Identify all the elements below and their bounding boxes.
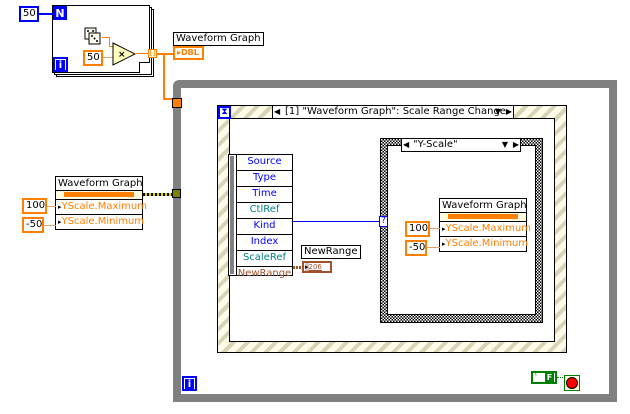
dice-icon[interactable] <box>84 27 102 45</box>
while-iteration-terminal: i <box>182 376 197 391</box>
inner-max-constant[interactable]: 100 <box>405 221 430 237</box>
multiplier-wire <box>103 57 114 58</box>
outer-property-node-title: Waveform Graph <box>58 178 143 189</box>
outer-min-constant[interactable]: -50 <box>22 217 44 233</box>
reference-wire <box>143 193 173 196</box>
inner-max-wire <box>430 228 440 229</box>
event-data-source[interactable]: Source <box>247 156 282 167</box>
dice-wire-v <box>109 37 110 47</box>
event-data-index[interactable]: Index <box>237 234 292 250</box>
array-wire <box>157 53 175 55</box>
array-tunnel: [] <box>148 49 157 58</box>
indicator-label: Waveform Graph <box>173 32 264 46</box>
dice-wire-h <box>109 46 114 47</box>
event-data-time[interactable]: Time <box>237 186 292 202</box>
for-iteration-terminal: i <box>53 57 68 72</box>
outer-property-yscale-min[interactable]: ▸YScale.Minimum <box>56 214 145 227</box>
waveform-graph-indicator[interactable]: ▸DBL <box>173 46 204 60</box>
multiply-symbol: × <box>118 50 126 60</box>
while-tunnel <box>172 98 182 108</box>
reference-tunnel <box>172 189 181 198</box>
event-data-scaleref[interactable]: ScaleRef <box>237 250 292 266</box>
outer-max-constant[interactable]: 100 <box>22 198 47 214</box>
stop-wire <box>557 377 565 378</box>
multiply-node[interactable]: × <box>112 42 137 66</box>
kind-wire <box>293 221 379 222</box>
stop-icon[interactable] <box>564 375 580 391</box>
event-data-kind[interactable]: Kind <box>237 218 292 234</box>
newrange-wire <box>293 266 302 269</box>
event-timeout-terminal: ⧗ <box>218 106 231 119</box>
dice-wire <box>102 37 110 38</box>
count-wire <box>39 13 53 15</box>
inner-property-node[interactable]: Waveform Graph ▸YScale.Maximum ▸YScale.M… <box>439 198 531 252</box>
array-wire-h2 <box>163 98 173 100</box>
case-selector-terminal: ? <box>379 216 388 227</box>
array-wire-v <box>163 53 165 99</box>
outer-property-yscale-max[interactable]: ▸YScale.Maximum <box>56 199 147 212</box>
case-selector[interactable]: ◀ "Y-Scale" ▼ ▶ <box>401 138 521 152</box>
for-loop[interactable] <box>52 5 154 77</box>
newrange-indicator[interactable]: ▸206 <box>302 261 332 273</box>
multiplier-constant[interactable]: 50 <box>83 50 103 66</box>
inner-property-yscale-max[interactable]: ▸YScale.Maximum <box>440 221 531 234</box>
event-data-newrange[interactable]: NewRange <box>237 266 292 282</box>
count-terminal: N <box>53 6 67 20</box>
event-data-type[interactable]: Type <box>237 170 292 186</box>
outer-property-node[interactable]: Waveform Graph ▸YScale.Maximum ▸YScale.M… <box>55 176 147 230</box>
inner-min-wire <box>427 247 440 248</box>
false-constant[interactable]: ᵗ F <box>531 371 557 384</box>
inner-min-constant[interactable]: -50 <box>405 240 427 256</box>
inner-property-yscale-min[interactable]: ▸YScale.Minimum <box>440 236 529 249</box>
outer-min-wire <box>44 225 56 226</box>
loop-count-constant[interactable]: 50 <box>19 6 39 22</box>
outer-max-wire <box>47 206 56 207</box>
event-selector[interactable]: ◀ [1] "Waveform Graph": Scale Range Chan… <box>272 105 514 119</box>
event-data-ctlref[interactable]: CtlRef <box>237 202 292 218</box>
inner-property-node-title: Waveform Graph <box>442 200 527 211</box>
product-wire <box>136 53 148 54</box>
newrange-label: NewRange <box>301 245 361 259</box>
